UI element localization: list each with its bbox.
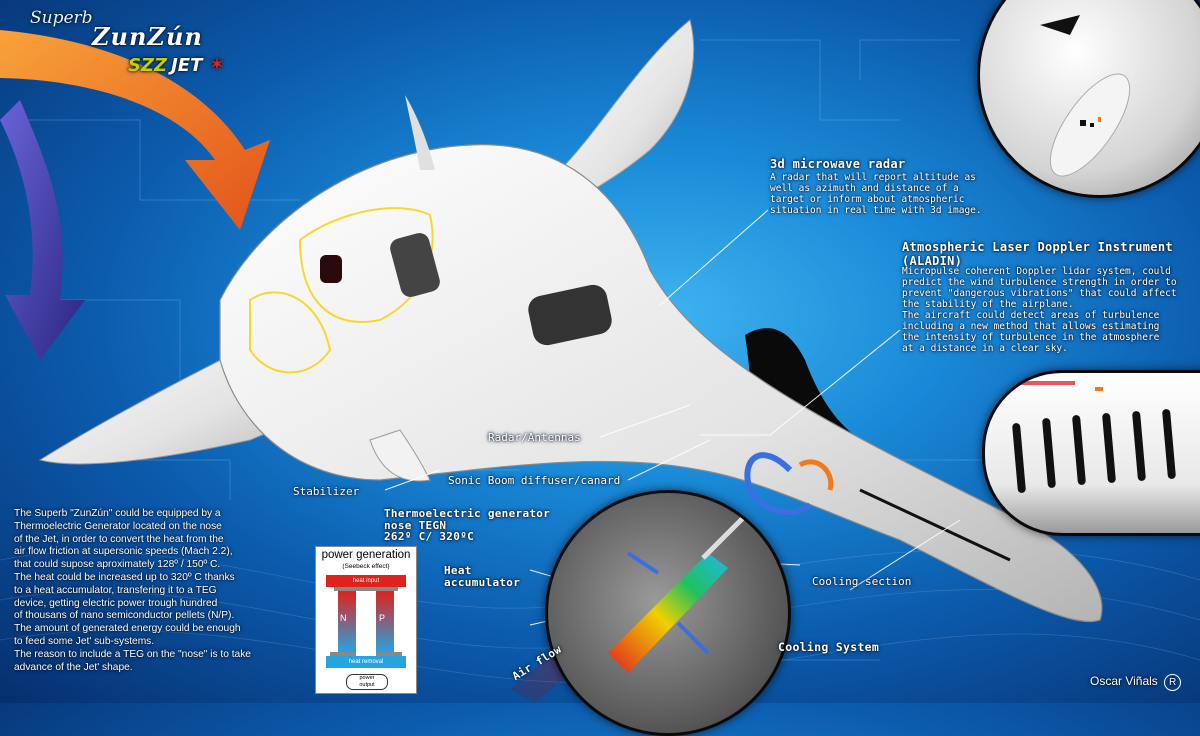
radar-line: well as azimuth and distance of a <box>770 183 959 194</box>
aladin-line: the intensity of turbulence in the atmos… <box>902 332 1160 343</box>
teg-label: Thermoelectric generator nose TEGN 262º … <box>384 508 550 543</box>
aladin-title-line: (ALADIN) <box>902 254 963 268</box>
aladin-description: Micropulse coherent Doppler lidar system… <box>902 266 1177 354</box>
aladin-line: including a new method that allows estim… <box>902 321 1160 332</box>
description-line: that could supose aproximately 128º / 15… <box>14 559 221 571</box>
author-credit: Oscar Viñals R <box>1090 674 1182 691</box>
star-icon: ✶ <box>208 52 226 76</box>
sonic-boom-label: Sonic Boom diffuser/canard <box>448 474 621 487</box>
heat-removal-bar: heat removal <box>326 656 406 668</box>
aladin-line: prevent "dangerous vibrations" that coul… <box>902 288 1177 299</box>
aladin-line: at a distance in a clear sky. <box>902 343 1068 354</box>
description-line: to feed some Jet' sub-systems. <box>14 635 155 647</box>
teg-description: The Superb "ZunZún" could be equipped by… <box>14 508 314 674</box>
background-circuit <box>0 19 1200 703</box>
description-line: of thousans of nano semiconductor pellet… <box>14 610 235 622</box>
cooling-system-label: Cooling System <box>778 640 880 654</box>
p-pellet-label: P <box>379 613 386 623</box>
radar-line: A radar that will report altitude as <box>770 172 976 183</box>
aladin-line: Micropulse coherent Doppler lidar system… <box>902 266 1171 277</box>
stabilizer-label: Stabilizer <box>293 485 360 498</box>
aladin-detail-circle <box>982 370 1200 536</box>
registered-mark-icon: R <box>1164 674 1182 691</box>
description-line: The Superb "ZunZún" could be equipped by… <box>14 508 221 519</box>
power-output-line: output <box>359 682 375 688</box>
aladin-line: The aircraft could detect areas of turbu… <box>902 310 1160 321</box>
author-name: Oscar Viñals <box>1090 674 1158 688</box>
logo-superb: Superb <box>30 8 93 28</box>
power-generation-title: power generation <box>321 549 411 561</box>
teg-label-line: nose TEGN <box>384 518 447 532</box>
radar-dome-detail-circle <box>977 0 1200 198</box>
lidar-vents-icon <box>985 381 1176 493</box>
teg-label-line: Thermoelectric generator <box>384 507 551 520</box>
description-line: The amount of generated energy could be … <box>14 623 241 635</box>
radar-line: situation in real time with 3d image. <box>770 205 982 216</box>
aladin-title-line: Atmospheric Laser Doppler Instrument <box>902 240 1173 254</box>
radar-antennas-label: Radar/Antennas <box>488 431 581 444</box>
power-generation-diagram: power generation (Seebeck effect) heat i… <box>315 546 417 694</box>
heat-accumulator-line: accumulator <box>444 576 521 589</box>
power-output-badge: power output <box>346 674 388 690</box>
cooling-section-label: Cooling section <box>812 575 912 588</box>
description-line: The reason to include a TEG on the "nose… <box>14 648 251 660</box>
logo-szz: SZZ <box>128 55 168 76</box>
power-generation-subtitle: (Seebeck effect) <box>342 563 390 570</box>
np-pellets-icon <box>330 587 402 656</box>
description-line: Thermoelectric Generator located on the … <box>14 520 222 532</box>
heat-accumulator-label: Heat accumulator <box>444 565 520 589</box>
aladin-title: Atmospheric Laser Doppler Instrument (AL… <box>902 240 1173 268</box>
orange-arrow-shape <box>0 30 270 230</box>
teg-label-line: 262º C/ 320ºC <box>384 530 474 543</box>
radar-title: 3d microwave radar <box>770 157 906 171</box>
description-line: The heat could be increased up to 320º C… <box>14 571 235 583</box>
description-line: device, getting electric power trough hu… <box>14 597 218 609</box>
nose-teg-icon <box>608 511 750 673</box>
radar-description: A radar that will report altitude as wel… <box>770 172 982 216</box>
n-pellet-label: N <box>340 613 347 623</box>
aladin-line: predict the wind turbulence strength in … <box>902 277 1177 288</box>
description-line: advance of the Jet' shape. <box>14 661 133 673</box>
logo-jet: JET <box>171 55 203 76</box>
power-output-line: power <box>359 675 375 681</box>
purple-arrow-shape <box>0 100 85 360</box>
logo-zunzun: ZunZún <box>92 22 203 51</box>
heat-input-bar: heat input <box>326 575 406 587</box>
jet-illustration <box>38 19 1103 623</box>
description-line: to a heat accumulator, transfering it to… <box>14 584 217 596</box>
heat-accumulator-line: Heat <box>444 564 472 577</box>
description-line: air flow friction at supersonic speeds (… <box>14 546 233 558</box>
radar-dome-icon <box>1040 15 1131 177</box>
description-line: of the Jet, in order to convert the heat… <box>14 533 224 545</box>
aladin-line: the stability of the airplane. <box>902 299 1074 310</box>
nose-teg-detail-circle <box>545 490 791 736</box>
radar-line: target or inform about atmospheric <box>770 194 965 205</box>
